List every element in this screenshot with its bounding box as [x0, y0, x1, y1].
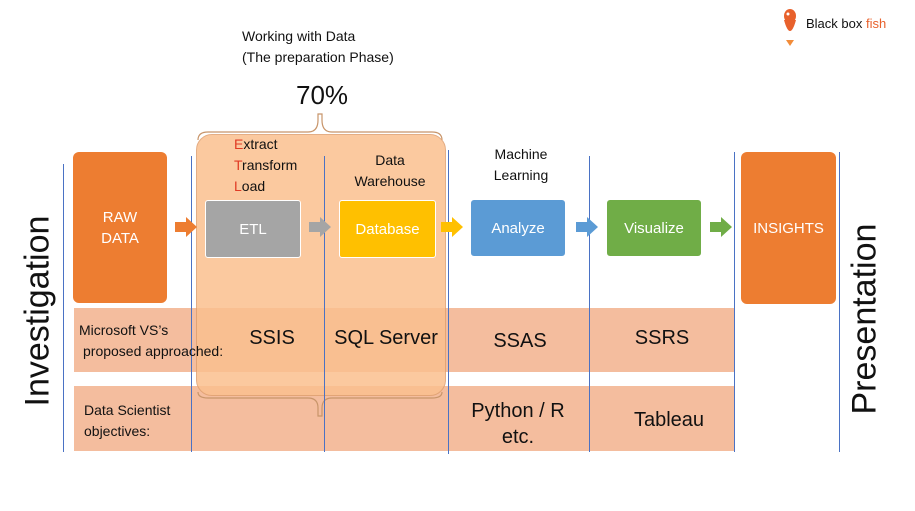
- python-r-line1: Python / R: [471, 400, 565, 422]
- ssis-tool: SSIS: [249, 327, 295, 349]
- etl-caption-extract: Extract: [234, 134, 297, 155]
- etl-caption: Extract Transform Load: [234, 134, 297, 197]
- data-scientist-row-label-line2: objectives:: [84, 423, 151, 439]
- brand-name-part2: fish: [865, 16, 887, 31]
- analyze-box: Analyze: [471, 200, 565, 256]
- ml-caption-line1: Machine: [494, 146, 548, 162]
- raw-data-box: RAW DATA: [73, 152, 167, 303]
- etl-caption-transform: Transform: [234, 155, 297, 176]
- database-box: Database: [339, 200, 436, 258]
- investigation-label: Investigation: [18, 215, 57, 407]
- sql-server-tool: SQL Server: [334, 327, 438, 349]
- etl-letter-l: L: [234, 178, 242, 194]
- etl-letter-e: E: [234, 136, 244, 152]
- phase-title-line1: Working with Data: [242, 28, 356, 44]
- phase-title-line2: (The preparation Phase): [242, 49, 394, 65]
- visualize-box: Visualize: [607, 200, 701, 256]
- bottom-brace: [197, 391, 443, 417]
- dw-caption-line2: Warehouse: [354, 173, 426, 189]
- etl-caption-load: Load: [234, 176, 297, 197]
- arrow-right-icon: [175, 217, 197, 237]
- data-scientist-row-label: Data Scientist objectives:: [84, 400, 170, 442]
- data-warehouse-caption: Data Warehouse: [340, 150, 440, 192]
- etl-word-extract: xtract: [243, 136, 278, 152]
- microsoft-row-label-line1: Microsoft VS’s: [79, 322, 169, 338]
- python-r-tool: Python / R etc.: [452, 398, 584, 450]
- etl-word-load: oad: [241, 178, 266, 194]
- ssas-tool: SSAS: [493, 330, 547, 352]
- data-scientist-row-label-line1: Data Scientist: [84, 402, 171, 418]
- machine-learning-caption: Machine Learning: [471, 144, 571, 186]
- arrow-right-icon: [576, 217, 598, 237]
- phase-title: Working with Data (The preparation Phase…: [242, 26, 394, 68]
- etl-word-transform: ransform: [242, 157, 298, 173]
- brand-name-part1: Black box: [806, 16, 866, 31]
- brand-name: Black box fish: [806, 16, 886, 31]
- insights-box: INSIGHTS: [741, 152, 836, 304]
- separator-line: [839, 152, 840, 452]
- python-r-line2: etc.: [501, 426, 535, 448]
- separator-line: [448, 150, 449, 454]
- preparation-phase-highlight: [196, 134, 446, 396]
- separator-line: [63, 164, 64, 452]
- etl-letter-t: T: [234, 157, 243, 173]
- microsoft-row-label-line2: proposed approached:: [83, 343, 224, 359]
- presentation-label: Presentation: [845, 223, 884, 415]
- fish-icon: [784, 9, 796, 46]
- raw-data-line2: DATA: [101, 229, 139, 247]
- brand-logo: [780, 6, 800, 46]
- ml-caption-line2: Learning: [493, 167, 549, 183]
- data-scientist-row-band: [74, 386, 734, 451]
- top-brace: [197, 113, 443, 141]
- etl-box: ETL: [205, 200, 301, 258]
- separator-line: [734, 152, 735, 452]
- raw-data-line1: RAW: [102, 208, 138, 226]
- phase-percent: 70%: [296, 80, 349, 110]
- arrow-right-icon: [309, 217, 331, 237]
- separator-line: [324, 156, 325, 452]
- arrow-right-icon: [710, 217, 732, 237]
- ssrs-tool: SSRS: [634, 327, 690, 349]
- dw-caption-line1: Data: [375, 152, 405, 168]
- tableau-tool: Tableau: [633, 409, 705, 431]
- separator-line: [191, 156, 192, 452]
- microsoft-row-label: Microsoft VS’s proposed approached:: [79, 320, 223, 362]
- separator-line: [589, 156, 590, 452]
- arrow-right-icon: [441, 217, 463, 237]
